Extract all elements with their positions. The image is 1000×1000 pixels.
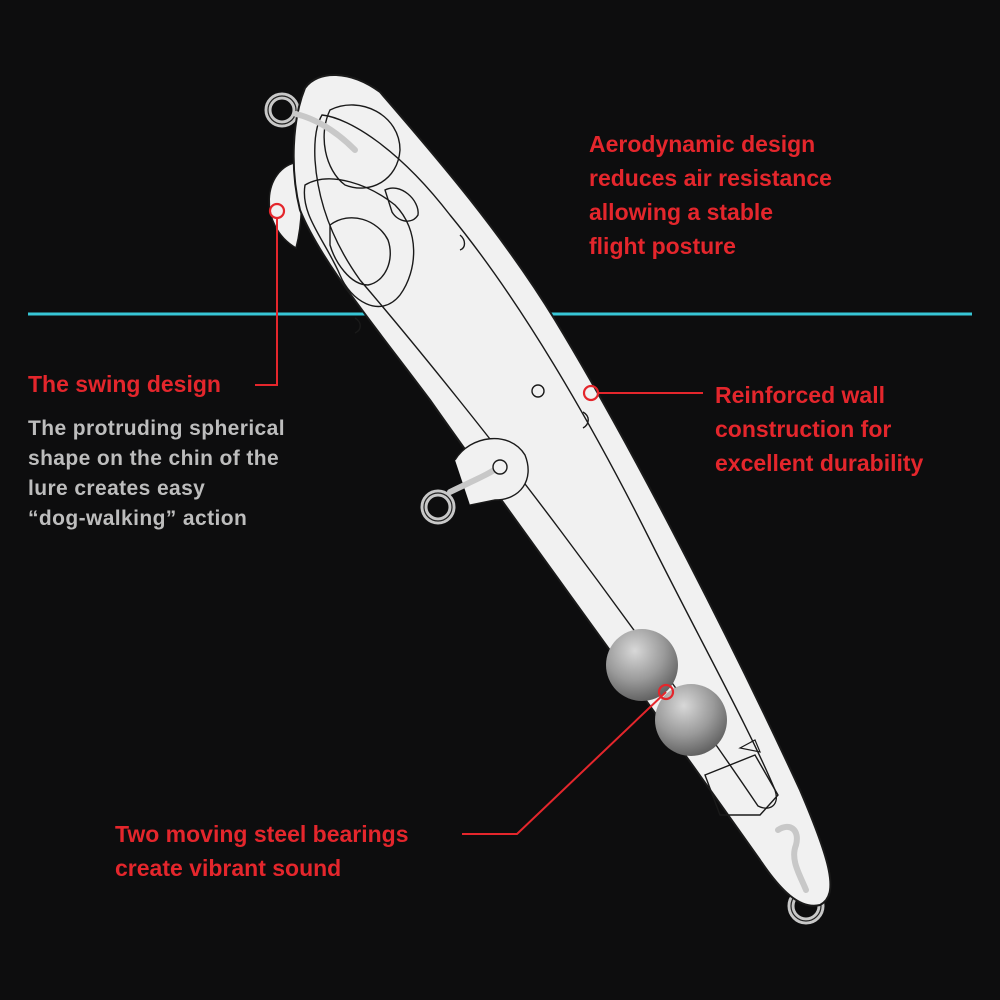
wall-callout: Reinforced wall construction for excelle… [715, 378, 923, 480]
description-line: “dog-walking” action [28, 507, 248, 530]
bearings-marker-icon [657, 683, 675, 701]
wall-notch [582, 411, 589, 429]
bearings-leader-line [462, 691, 667, 835]
callout-line: create vibrant sound [115, 855, 342, 881]
wall-notch [354, 317, 361, 334]
vent-hole [531, 384, 545, 398]
callout-line: The swing design [28, 371, 221, 397]
line-wire [293, 111, 358, 153]
callout-line: flight posture [589, 233, 736, 259]
bearings-callout: Two moving steel bearings create vibrant… [115, 817, 409, 885]
wall-marker-icon [582, 384, 600, 402]
callout-line: Reinforced wall [715, 382, 885, 408]
belly-screw [492, 459, 508, 475]
callout-line: Two moving steel bearings [115, 821, 409, 847]
description-line: shape on the chin of the [28, 447, 280, 470]
aerodynamic-callout: Aerodynamic design reduces air resistanc… [589, 127, 832, 263]
tail-wire [775, 823, 809, 893]
swing-callout-description: The protruding spherical shape on the ch… [28, 414, 285, 534]
belly-hook-eye-icon [420, 489, 456, 525]
swing-callout-title: The swing design [28, 367, 221, 401]
head-cavity [384, 187, 419, 222]
description-line: lure creates easy [28, 477, 206, 500]
steel-bearing [606, 629, 678, 701]
steel-bearing [655, 684, 727, 756]
head-cavity [303, 178, 415, 308]
description-line: The protruding spherical [28, 417, 285, 440]
inner-wall-outline [314, 114, 777, 809]
head-cavity [323, 104, 401, 189]
wall-notch [459, 234, 466, 251]
callout-line: excellent durability [715, 450, 924, 476]
callout-line: reduces air resistance [589, 165, 832, 191]
tail-cavity [738, 739, 761, 753]
swing-leader-line [255, 218, 278, 386]
swing-marker-icon [268, 202, 286, 220]
line-eye-icon [264, 92, 300, 128]
callout-line: Aerodynamic design [589, 131, 816, 157]
callout-line: construction for [715, 416, 892, 442]
head-cavity [329, 217, 391, 286]
callout-line: allowing a stable [589, 199, 774, 225]
tail-cavity [704, 754, 779, 816]
